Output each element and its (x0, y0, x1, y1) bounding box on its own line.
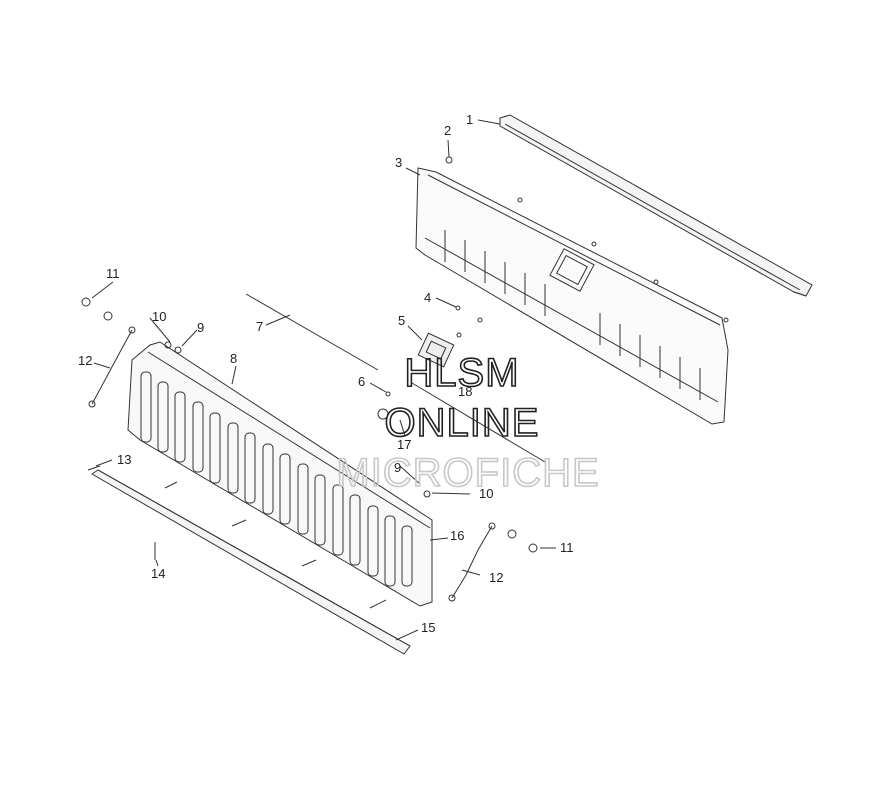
watermark-line-2: ONLINE (385, 401, 540, 445)
callout-15: 15 (421, 620, 435, 635)
leader-lines (91, 119, 556, 641)
callout-13: 13 (117, 452, 131, 467)
callout-6: 6 (358, 374, 365, 389)
callout-11a: 11 (106, 266, 120, 281)
part-1-top-cap (499, 114, 813, 297)
callout-17: 17 (397, 437, 411, 452)
part-18-rod (411, 382, 546, 463)
part-3-inner-frame (415, 167, 729, 425)
callout-9a: 9 (197, 320, 204, 335)
callout-5: 5 (398, 313, 405, 328)
callout-10a: 10 (152, 309, 166, 324)
callout-3: 3 (395, 155, 402, 170)
part-12-cable-left (91, 329, 133, 405)
part-8-outer-panel (127, 341, 433, 607)
part-5-handle (417, 332, 455, 368)
callout-8: 8 (230, 351, 237, 366)
callout-10b: 10 (479, 486, 493, 501)
callout-7: 7 (256, 319, 263, 334)
callout-1: 1 (466, 112, 473, 127)
watermark: HLSM ONLINE MICROFICHE (336, 350, 600, 496)
callout-14: 14 (151, 566, 165, 581)
part-7-rod (245, 293, 379, 371)
callout-9b: 9 (394, 460, 401, 475)
callouts: 1 2 3 4 5 6 7 8 9 9 10 10 11 11 12 12 13… (78, 112, 574, 635)
callout-16: 16 (450, 528, 464, 543)
callout-2: 2 (444, 123, 451, 138)
part-15-bottom-rail (91, 469, 411, 655)
callout-4: 4 (424, 290, 431, 305)
callout-12b: 12 (489, 570, 503, 585)
fasteners (81, 156, 729, 609)
part-12-cable-right (451, 525, 493, 599)
callout-12a: 12 (78, 353, 92, 368)
callout-11b: 11 (560, 540, 574, 555)
watermark-line-1: HLSM (404, 351, 519, 395)
callout-18: 18 (458, 384, 472, 399)
watermark-line-3: MICROFICHE (336, 451, 599, 495)
